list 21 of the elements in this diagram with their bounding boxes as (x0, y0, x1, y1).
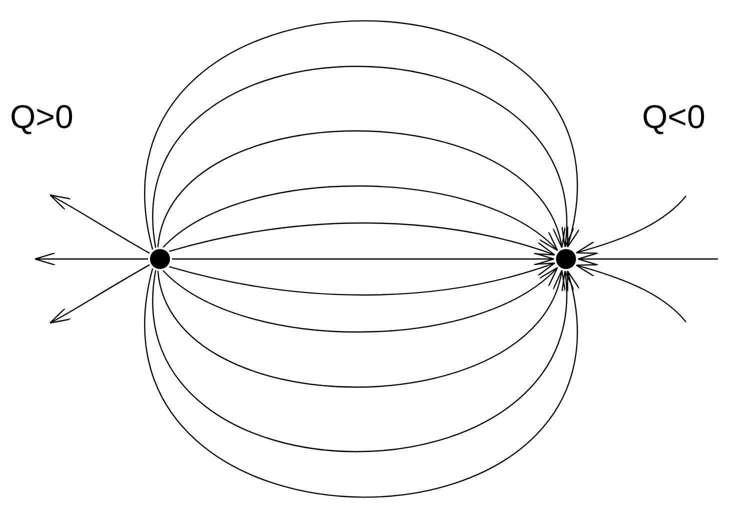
field-line-arrow (49, 194, 150, 254)
field-line-arrow (162, 266, 558, 333)
field-line-arrow (154, 270, 572, 452)
field-line-arrow (157, 270, 562, 388)
field-line-arrow (157, 130, 562, 248)
field-line-arrow (144, 20, 578, 250)
field-line-arrow (169, 262, 556, 296)
field-line-arrow (576, 196, 686, 254)
field-line-arrow (162, 185, 558, 252)
field-line-arrow (172, 252, 555, 266)
field-line-arrow (169, 222, 556, 256)
field-line-arrow (577, 252, 718, 266)
field-line-arrow (154, 66, 572, 248)
point-charge (150, 249, 170, 269)
field-line-arrow (144, 268, 578, 498)
charge-label: Q<0 (642, 98, 706, 136)
field-line-arrow (34, 252, 148, 266)
field-line-arrow (576, 264, 686, 322)
point-charge (556, 249, 576, 269)
field-line-arrow (49, 264, 150, 324)
charge-label: Q>0 (10, 98, 74, 136)
